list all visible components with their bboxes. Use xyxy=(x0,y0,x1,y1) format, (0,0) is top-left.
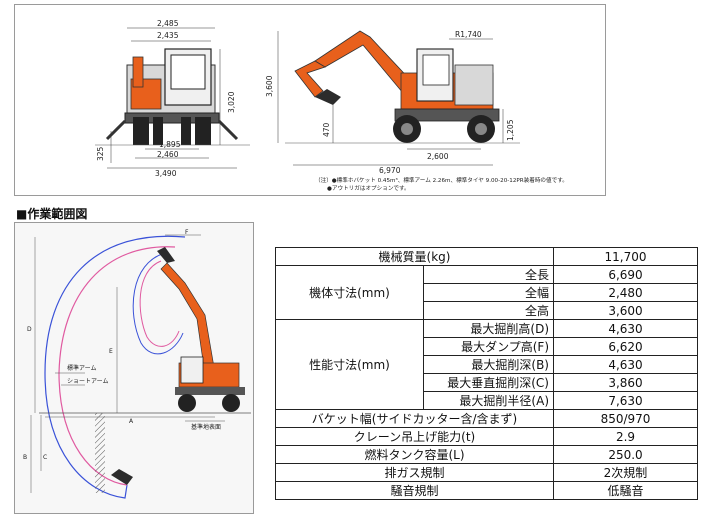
drawing-note-1: （注）●標準ホバケット 0.45m³、標準アーム 2.26m、標準タイヤ 9.0… xyxy=(315,176,568,184)
dim-width-top-outer: 2,485 xyxy=(157,19,179,28)
spec-row-label: クレーン吊上げ能力(t) xyxy=(275,427,554,446)
dim-height-rear: 1,205 xyxy=(506,119,515,141)
spec-row-label: 排ガス規制 xyxy=(275,463,554,482)
letter-f: F xyxy=(185,229,189,236)
spec-row-value: 2.9 xyxy=(553,427,698,446)
table-row: 最大掘削深(B) 4,630 xyxy=(276,355,698,374)
spec-row-value: 2次規制 xyxy=(553,463,698,482)
dim-radius: R1,740 xyxy=(455,30,482,39)
table-row: 機体寸法(mm) 全長 6,690 xyxy=(275,265,698,320)
machine-mass-value: 11,700 xyxy=(553,247,698,266)
dim-width-bottom-2: 2,460 xyxy=(157,150,179,159)
table-row: 騒音規制 低騒音 xyxy=(275,481,698,500)
spec-row-value: 850/970 xyxy=(553,409,698,428)
performance-item-label: 最大掘削深(B) xyxy=(423,355,554,374)
work-range-diagram xyxy=(30,234,251,499)
dimension-drawing: 2,485 2,435 3,020 325 1,895 2,460 3,490 xyxy=(95,19,568,192)
dim-height-low: 470 xyxy=(322,122,331,137)
dimension-drawing-panel: 2,485 2,435 3,020 325 1,895 2,460 3,490 xyxy=(14,4,606,196)
table-row: 燃料タンク容量(L) 250.0 xyxy=(275,445,698,464)
body-dim-value: 2,480 xyxy=(553,283,698,302)
performance-item-value: 6,620 xyxy=(553,337,698,356)
performance-item-label: 最大掘削半径(A) xyxy=(423,391,554,410)
side-view-drawing xyxy=(277,30,520,166)
body-dim-value: 3,600 xyxy=(553,301,698,320)
work-range-panel: F D E A B C 標準アーム ショートアーム 基準地表面 xyxy=(14,222,254,514)
performance-item-value: 3,860 xyxy=(553,373,698,392)
table-row: 排ガス規制 2次規制 xyxy=(275,463,698,482)
dim-length-total: 6,970 xyxy=(379,166,401,175)
dim-wheelbase: 2,600 xyxy=(427,152,449,161)
body-dim-value: 6,690 xyxy=(553,265,698,284)
work-range-labels: F D E A B C 標準アーム ショートアーム 基準地表面 xyxy=(23,229,221,461)
body-dim-label: 全長 xyxy=(423,265,554,284)
label-standard-arm: 標準アーム xyxy=(67,364,96,372)
dim-width-bottom-3: 3,490 xyxy=(155,169,177,178)
letter-a: A xyxy=(129,418,134,425)
performance-item-label: 最大掘削高(D) xyxy=(423,319,554,338)
spec-table: 機械質量(kg) 11,700 機体寸法(mm) 全長 6,690 全幅 2,4… xyxy=(275,247,698,500)
letter-b: B xyxy=(23,454,27,461)
body-dim-label: 全高 xyxy=(423,301,554,320)
table-row: 最大掘削半径(A) 7,630 xyxy=(276,391,698,410)
front-view-drawing xyxy=(95,27,250,169)
performance-item-label: 最大ダンプ高(F) xyxy=(423,337,554,356)
section-title: ■作業範囲図 xyxy=(16,207,88,221)
range-curve-blue-inner xyxy=(132,252,184,355)
table-row: 全高 3,600 xyxy=(276,301,698,320)
letter-d: D xyxy=(27,326,32,333)
table-row: 全幅 2,480 xyxy=(276,283,698,302)
machine-mass-label: 機械質量(kg) xyxy=(275,247,554,266)
dim-height-total: 3,600 xyxy=(265,75,274,97)
spec-row-label: バケット幅(サイドカッター含/含まず) xyxy=(275,409,554,428)
letter-c: C xyxy=(43,454,47,461)
spec-row-label: 騒音規制 xyxy=(275,481,554,500)
range-curve-blue-outer xyxy=(44,235,186,499)
work-range-excavator xyxy=(157,247,245,412)
dim-height-small: 325 xyxy=(96,146,105,161)
label-ground: 基準地表面 xyxy=(191,423,221,431)
performance-item-value: 4,630 xyxy=(553,319,698,338)
label-short-arm: ショートアーム xyxy=(67,378,108,385)
table-row: 性能寸法(mm) 最大掘削高(D) 4,630 xyxy=(275,319,698,410)
spec-row-label: 燃料タンク容量(L) xyxy=(275,445,554,464)
performance-item-value: 4,630 xyxy=(553,355,698,374)
dim-height-cab: 3,020 xyxy=(227,91,236,113)
table-row: クレーン吊上げ能力(t) 2.9 xyxy=(275,427,698,446)
range-curve-pink-inner xyxy=(139,260,180,347)
spec-row-value: 250.0 xyxy=(553,445,698,464)
body-dim-label: 全幅 xyxy=(423,283,554,302)
table-row: 機械質量(kg) 11,700 xyxy=(275,247,698,266)
dim-width-top-inner: 2,435 xyxy=(157,31,179,40)
performance-item-label: 最大垂直掘削深(C) xyxy=(423,373,554,392)
spec-row-value: 低騒音 xyxy=(553,481,698,500)
performance-label: 性能寸法(mm) xyxy=(275,319,424,410)
letter-e: E xyxy=(109,348,113,355)
table-row: バケット幅(サイドカッター含/含まず) 850/970 xyxy=(275,409,698,428)
performance-item-value: 7,630 xyxy=(553,391,698,410)
drawing-note-2: ●アウトリガはオプションです。 xyxy=(327,184,410,192)
body-dims-label: 機体寸法(mm) xyxy=(275,265,424,320)
dim-width-bottom-1: 1,895 xyxy=(159,140,181,149)
